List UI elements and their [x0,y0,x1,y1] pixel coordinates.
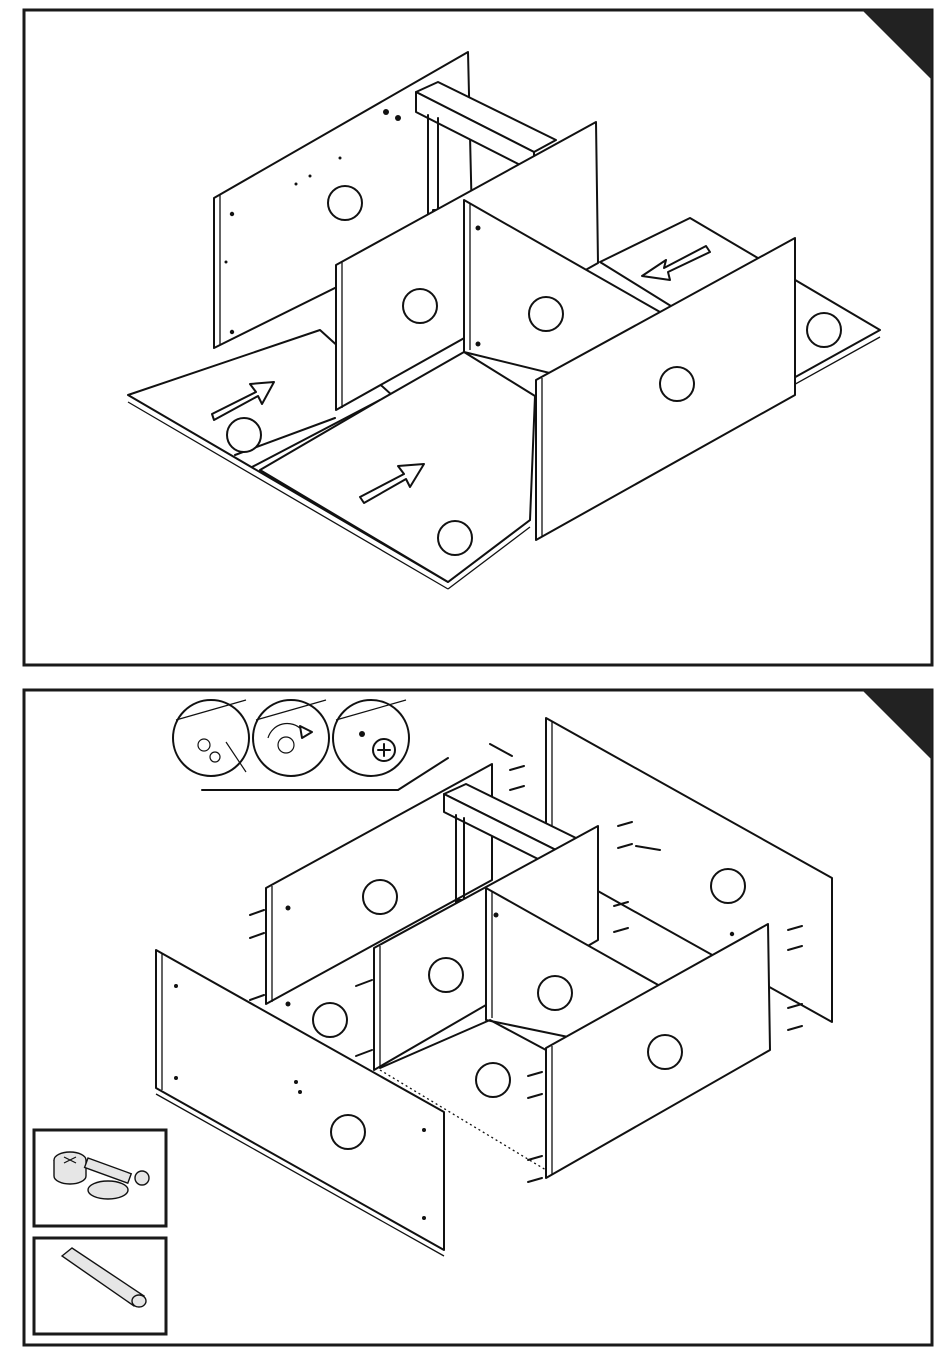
cam-lock-callouts [173,700,448,790]
callout-insert-icon [173,700,249,776]
part-marker-2 [363,880,397,914]
part-marker-5 [227,418,261,452]
callout-tight-icon [333,700,409,776]
cam-lock-bolt-icon [54,1152,149,1199]
step-panel-top [24,10,932,665]
part-marker-3 [313,1003,347,1037]
corner-tab-icon [862,690,932,760]
part-marker-3 [529,297,563,331]
part-marker-6 [438,521,472,555]
part-marker-7 [648,1035,682,1069]
part-marker-5 [538,976,572,1010]
wooden-dowel-icon [62,1248,146,1307]
step-panel-bottom [24,690,932,1345]
part-marker-2 [403,289,437,323]
part-marker-8 [331,1115,365,1149]
corner-tab-icon [862,10,932,80]
part-marker-4 [429,958,463,992]
part-marker-4 [660,367,694,401]
callout-turn-icon [253,700,329,776]
part-marker-7 [807,313,841,347]
hardware-box-dowel [34,1238,166,1334]
part-marker-1 [711,869,745,903]
part-marker-6 [476,1063,510,1097]
part-marker-1 [328,186,362,220]
